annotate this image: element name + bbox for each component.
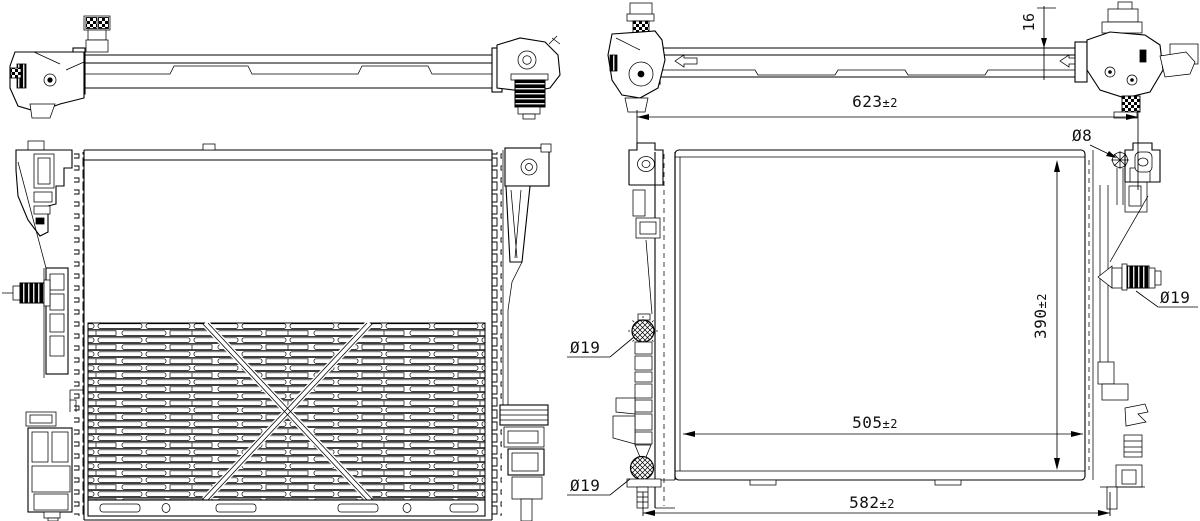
drain-plug-checker-icon <box>10 67 22 79</box>
dim-core-width: 505±2 <box>683 413 1083 437</box>
front-left-upper-bracket <box>15 140 73 269</box>
hose-rib-icon <box>19 282 45 304</box>
hose-rib-icon <box>1126 265 1150 289</box>
view-front <box>2 140 552 521</box>
label-hose-left-lower-dia: Ø19 <box>567 476 631 496</box>
rear-hose-left-upper <box>628 313 658 346</box>
label-hose-right-dia: Ø19 <box>1135 288 1198 308</box>
plan-right-end-assembly <box>496 35 561 120</box>
front-left-lower-bracket <box>25 389 84 521</box>
rear-left-column <box>612 341 653 458</box>
view-rear <box>612 142 1162 510</box>
dim-core-height-label: 390±2 <box>1031 293 1050 339</box>
dim-overall-width-label: 623±2 <box>852 92 898 111</box>
rear-hose-right <box>1097 263 1162 291</box>
dim-thickness: 16 <box>1020 6 1056 80</box>
drain-plug-checker-icon <box>98 17 109 29</box>
plan2-right-end-assembly <box>1086 1 1199 119</box>
hose-port-knurl-icon <box>629 455 655 481</box>
radiator-core <box>87 320 486 517</box>
plan-left-end-assembly <box>9 15 111 119</box>
hose-right-label: Ø19 <box>1160 288 1190 307</box>
rear-right-side <box>1088 150 1162 510</box>
dim-pin-span: 582±2 <box>642 492 1111 516</box>
left-side-plate <box>74 152 84 516</box>
dim-mount-hole-label: Ø8 <box>1072 126 1092 145</box>
front-left-hose-stub <box>2 279 51 307</box>
rear-left-top-bracket <box>628 142 664 315</box>
view-top-plan-rear: 16 <box>607 1 1199 119</box>
dim-pin-span-label: 582±2 <box>849 493 895 512</box>
drain-plug-checker-icon <box>1121 95 1141 113</box>
hose-left-lower-label: Ø19 <box>570 476 600 495</box>
front-left-column <box>43 267 69 378</box>
filler-cap-icon <box>514 79 546 108</box>
airflow-arrow-icon <box>674 54 698 68</box>
hose-left-upper-label: Ø19 <box>570 338 600 357</box>
core-cross-brace <box>201 320 374 503</box>
plan2-left-end-assembly <box>607 2 666 113</box>
rear-hose-left-lower <box>626 455 662 509</box>
dim-core-width-label: 505±2 <box>852 413 898 432</box>
right-side-plate <box>492 152 502 516</box>
label-hose-left-upper-dia: Ø19 <box>567 336 635 358</box>
front-right-lower-bracket <box>499 404 549 521</box>
front-right-bracket <box>502 143 552 405</box>
drain-plug-checker-icon <box>85 17 98 29</box>
rear-right-top-bracket <box>1111 142 1161 205</box>
dim-thickness-label: 16 <box>1020 12 1038 31</box>
view-top-plan-front <box>9 15 561 120</box>
rear-left-tank <box>654 152 676 509</box>
hose-port-knurl-icon <box>631 319 655 343</box>
dim-core-height: 390±2 <box>1031 160 1060 470</box>
hose-rib-icon <box>609 54 618 72</box>
screw-boss-icon <box>1111 151 1129 205</box>
dim-overall-width: 623±2 <box>636 92 1139 190</box>
dim-mount-hole-dia: Ø8 <box>1072 126 1117 158</box>
